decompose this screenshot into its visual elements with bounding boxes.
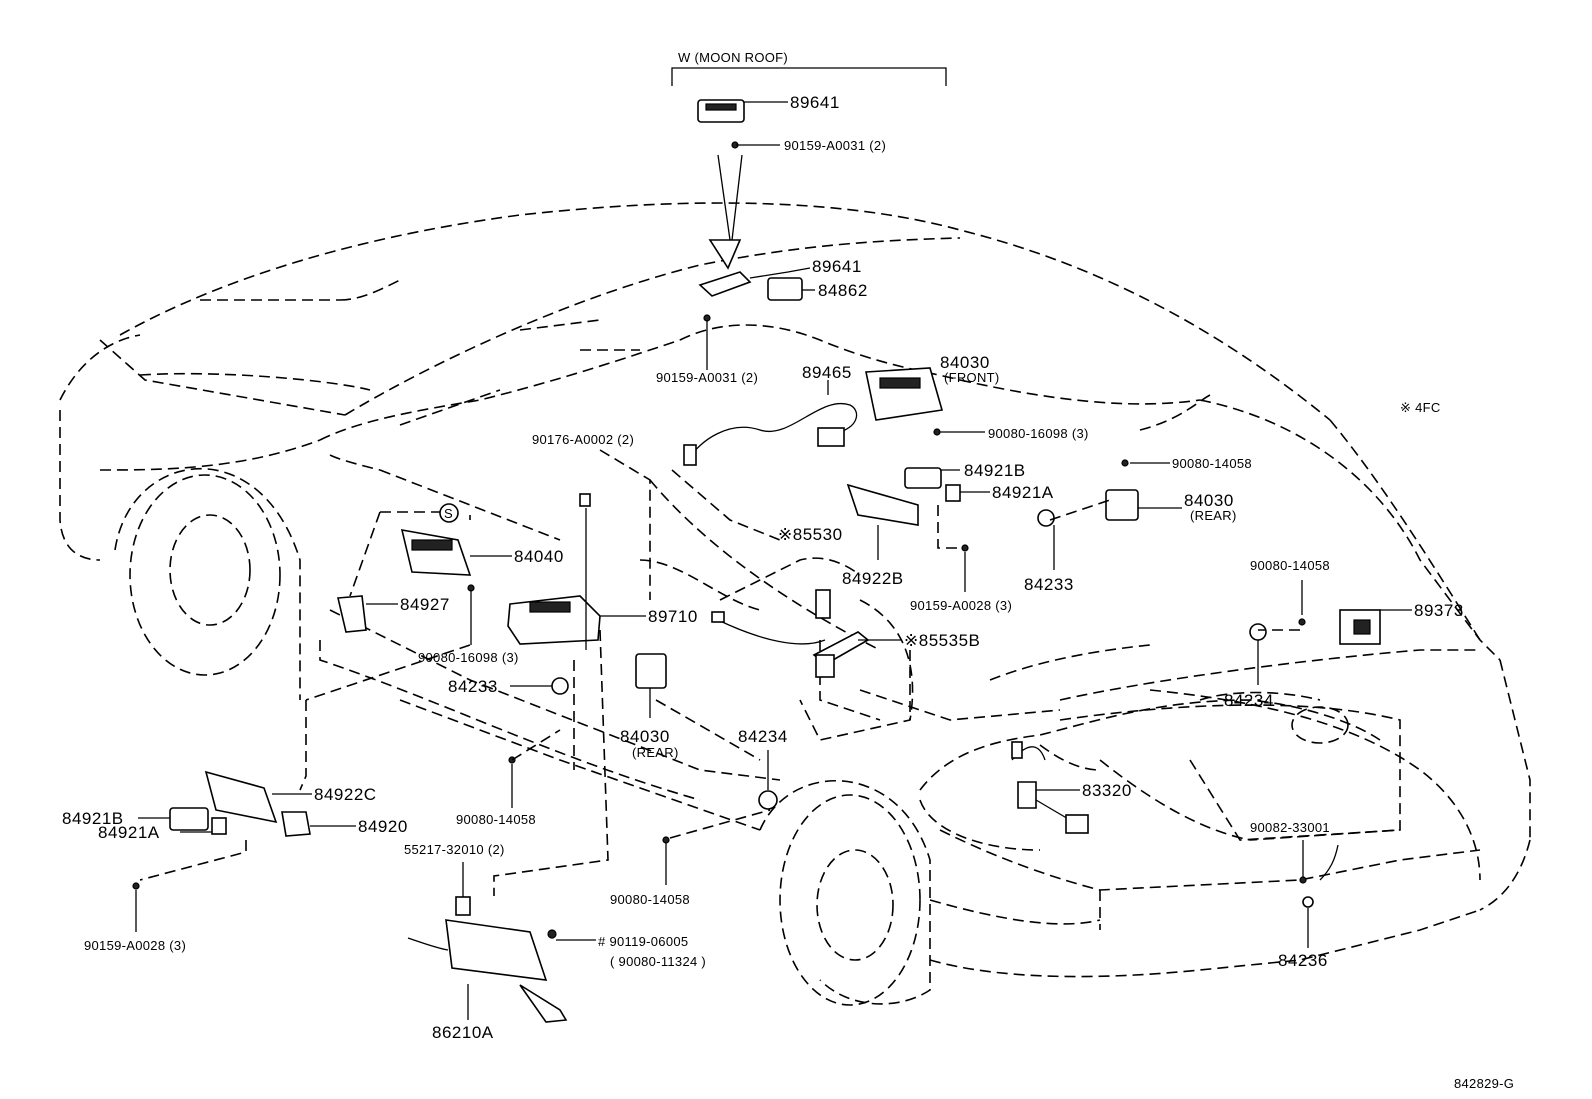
label-84030-rear-m: 84030 xyxy=(620,727,670,746)
moon-roof-header: W (MOON ROOF) xyxy=(678,50,788,65)
sensor-84233-left xyxy=(551,677,569,695)
label-84030-rear-r: 84030 xyxy=(1184,491,1234,510)
label-90080-16098-r: 90080-16098 (3) xyxy=(988,426,1089,441)
sensor-84234-middle xyxy=(758,790,778,810)
label-90176-a0002: 90176-A0002 (2) xyxy=(532,432,634,447)
label-90159-a0031-top: 90159-A0031 (2) xyxy=(784,138,886,153)
label-90080-14058-l: 90080-14058 xyxy=(456,812,536,827)
switch-84030-front xyxy=(865,367,944,436)
label-84234-m: 84234 xyxy=(738,727,788,746)
leader-lines xyxy=(135,101,1412,1020)
label-90082-33001: 90082-33001 xyxy=(1250,820,1330,835)
label-84236: 84236 xyxy=(1278,951,1328,970)
label-90119-06005: # 90119-06005 xyxy=(598,934,688,949)
label-84922c: 84922C xyxy=(314,785,377,804)
moon-roof-bracket: W (MOON ROOF) xyxy=(671,50,947,86)
label-84234-r: 84234 xyxy=(1224,691,1274,710)
svg-text:S: S xyxy=(444,506,453,521)
sensor-84236 xyxy=(1299,844,1339,908)
label-85530: ※85530 xyxy=(778,525,843,544)
master-switch-84040 xyxy=(400,528,475,592)
label-90159-a0028-l: 90159-A0028 (3) xyxy=(84,938,186,953)
note-4fc: ※ 4FC xyxy=(1400,400,1441,415)
ecu-89710 xyxy=(507,595,601,645)
label-89465: 89465 xyxy=(802,363,852,382)
label-89710: 89710 xyxy=(648,607,698,626)
label-front: (FRONT) xyxy=(944,370,1000,385)
sensor-89465 xyxy=(683,402,858,466)
label-83320: 83320 xyxy=(1082,781,1132,800)
cover-85535b xyxy=(812,631,870,678)
label-86210a: 86210A xyxy=(432,1023,494,1042)
amplifier-86210a xyxy=(407,896,568,1023)
label-84921a-l: 84921A xyxy=(98,823,160,842)
switch-knob-84921-right xyxy=(904,467,961,502)
label-rear-r: (REAR) xyxy=(1190,508,1237,523)
label-89641-top: 89641 xyxy=(790,93,840,112)
label-84040: 84040 xyxy=(514,547,564,566)
part-labels: 89641 90159-A0031 (2) 89641 84862 90159-… xyxy=(62,93,1464,1042)
label-84233-l: 84233 xyxy=(448,677,498,696)
label-90080-11324: ( 90080-11324 ) xyxy=(610,954,706,969)
label-85535b: ※85535B xyxy=(904,631,980,650)
label-84233-r: 84233 xyxy=(1024,575,1074,594)
label-84922b: 84922B xyxy=(842,569,904,588)
bolts xyxy=(508,756,670,844)
label-84921b-l: 84921B xyxy=(62,809,124,828)
dashed-connectors xyxy=(139,469,1300,896)
s-mark-icon: S xyxy=(439,503,459,523)
label-55217-32010: 55217-32010 (2) xyxy=(404,842,505,857)
moon-roof-switch-89641 xyxy=(698,271,803,322)
label-84862: 84862 xyxy=(818,281,868,300)
switch-84927 xyxy=(337,595,367,633)
label-rear-m: (REAR) xyxy=(632,745,679,760)
switch-assy-84922c xyxy=(132,770,311,890)
car-body-outline xyxy=(59,202,1531,1006)
label-84921a-r: 84921A xyxy=(992,483,1054,502)
label-90159-a0028-r: 90159-A0028 (3) xyxy=(910,598,1012,613)
label-90080-14058-b: 90080-14058 xyxy=(610,892,690,907)
switch-84030-rear-middle xyxy=(635,653,667,689)
bracket-84922b xyxy=(846,483,969,552)
label-90159-a0031: 90159-A0031 (2) xyxy=(656,370,758,385)
label-84030-front: 84030 xyxy=(940,353,990,372)
moon-roof-switch-89641-top xyxy=(697,99,745,149)
switch-84030-rear-right xyxy=(1105,459,1139,521)
label-89641: 89641 xyxy=(812,257,862,276)
label-90080-16098-l: 90080-16098 (3) xyxy=(418,650,519,665)
label-90080-14058-rr: 90080-14058 xyxy=(1250,558,1330,573)
moon-roof-arrow xyxy=(708,154,743,270)
socket-85530 xyxy=(711,589,831,645)
fuel-sender-83320 xyxy=(1011,741,1089,834)
figure-code: 842829-G xyxy=(1454,1076,1514,1091)
label-90080-14058-r: 90080-14058 xyxy=(1172,456,1252,471)
label-84921b-r: 84921B xyxy=(964,461,1026,480)
sensor-84234-right xyxy=(1249,618,1306,641)
sensor-84233-right xyxy=(1037,509,1055,527)
label-84920: 84920 xyxy=(358,817,408,836)
module-89373 xyxy=(1339,609,1381,645)
label-84927: 84927 xyxy=(400,595,450,614)
clip-90176 xyxy=(579,493,591,507)
label-89373: 89373 xyxy=(1414,601,1464,620)
